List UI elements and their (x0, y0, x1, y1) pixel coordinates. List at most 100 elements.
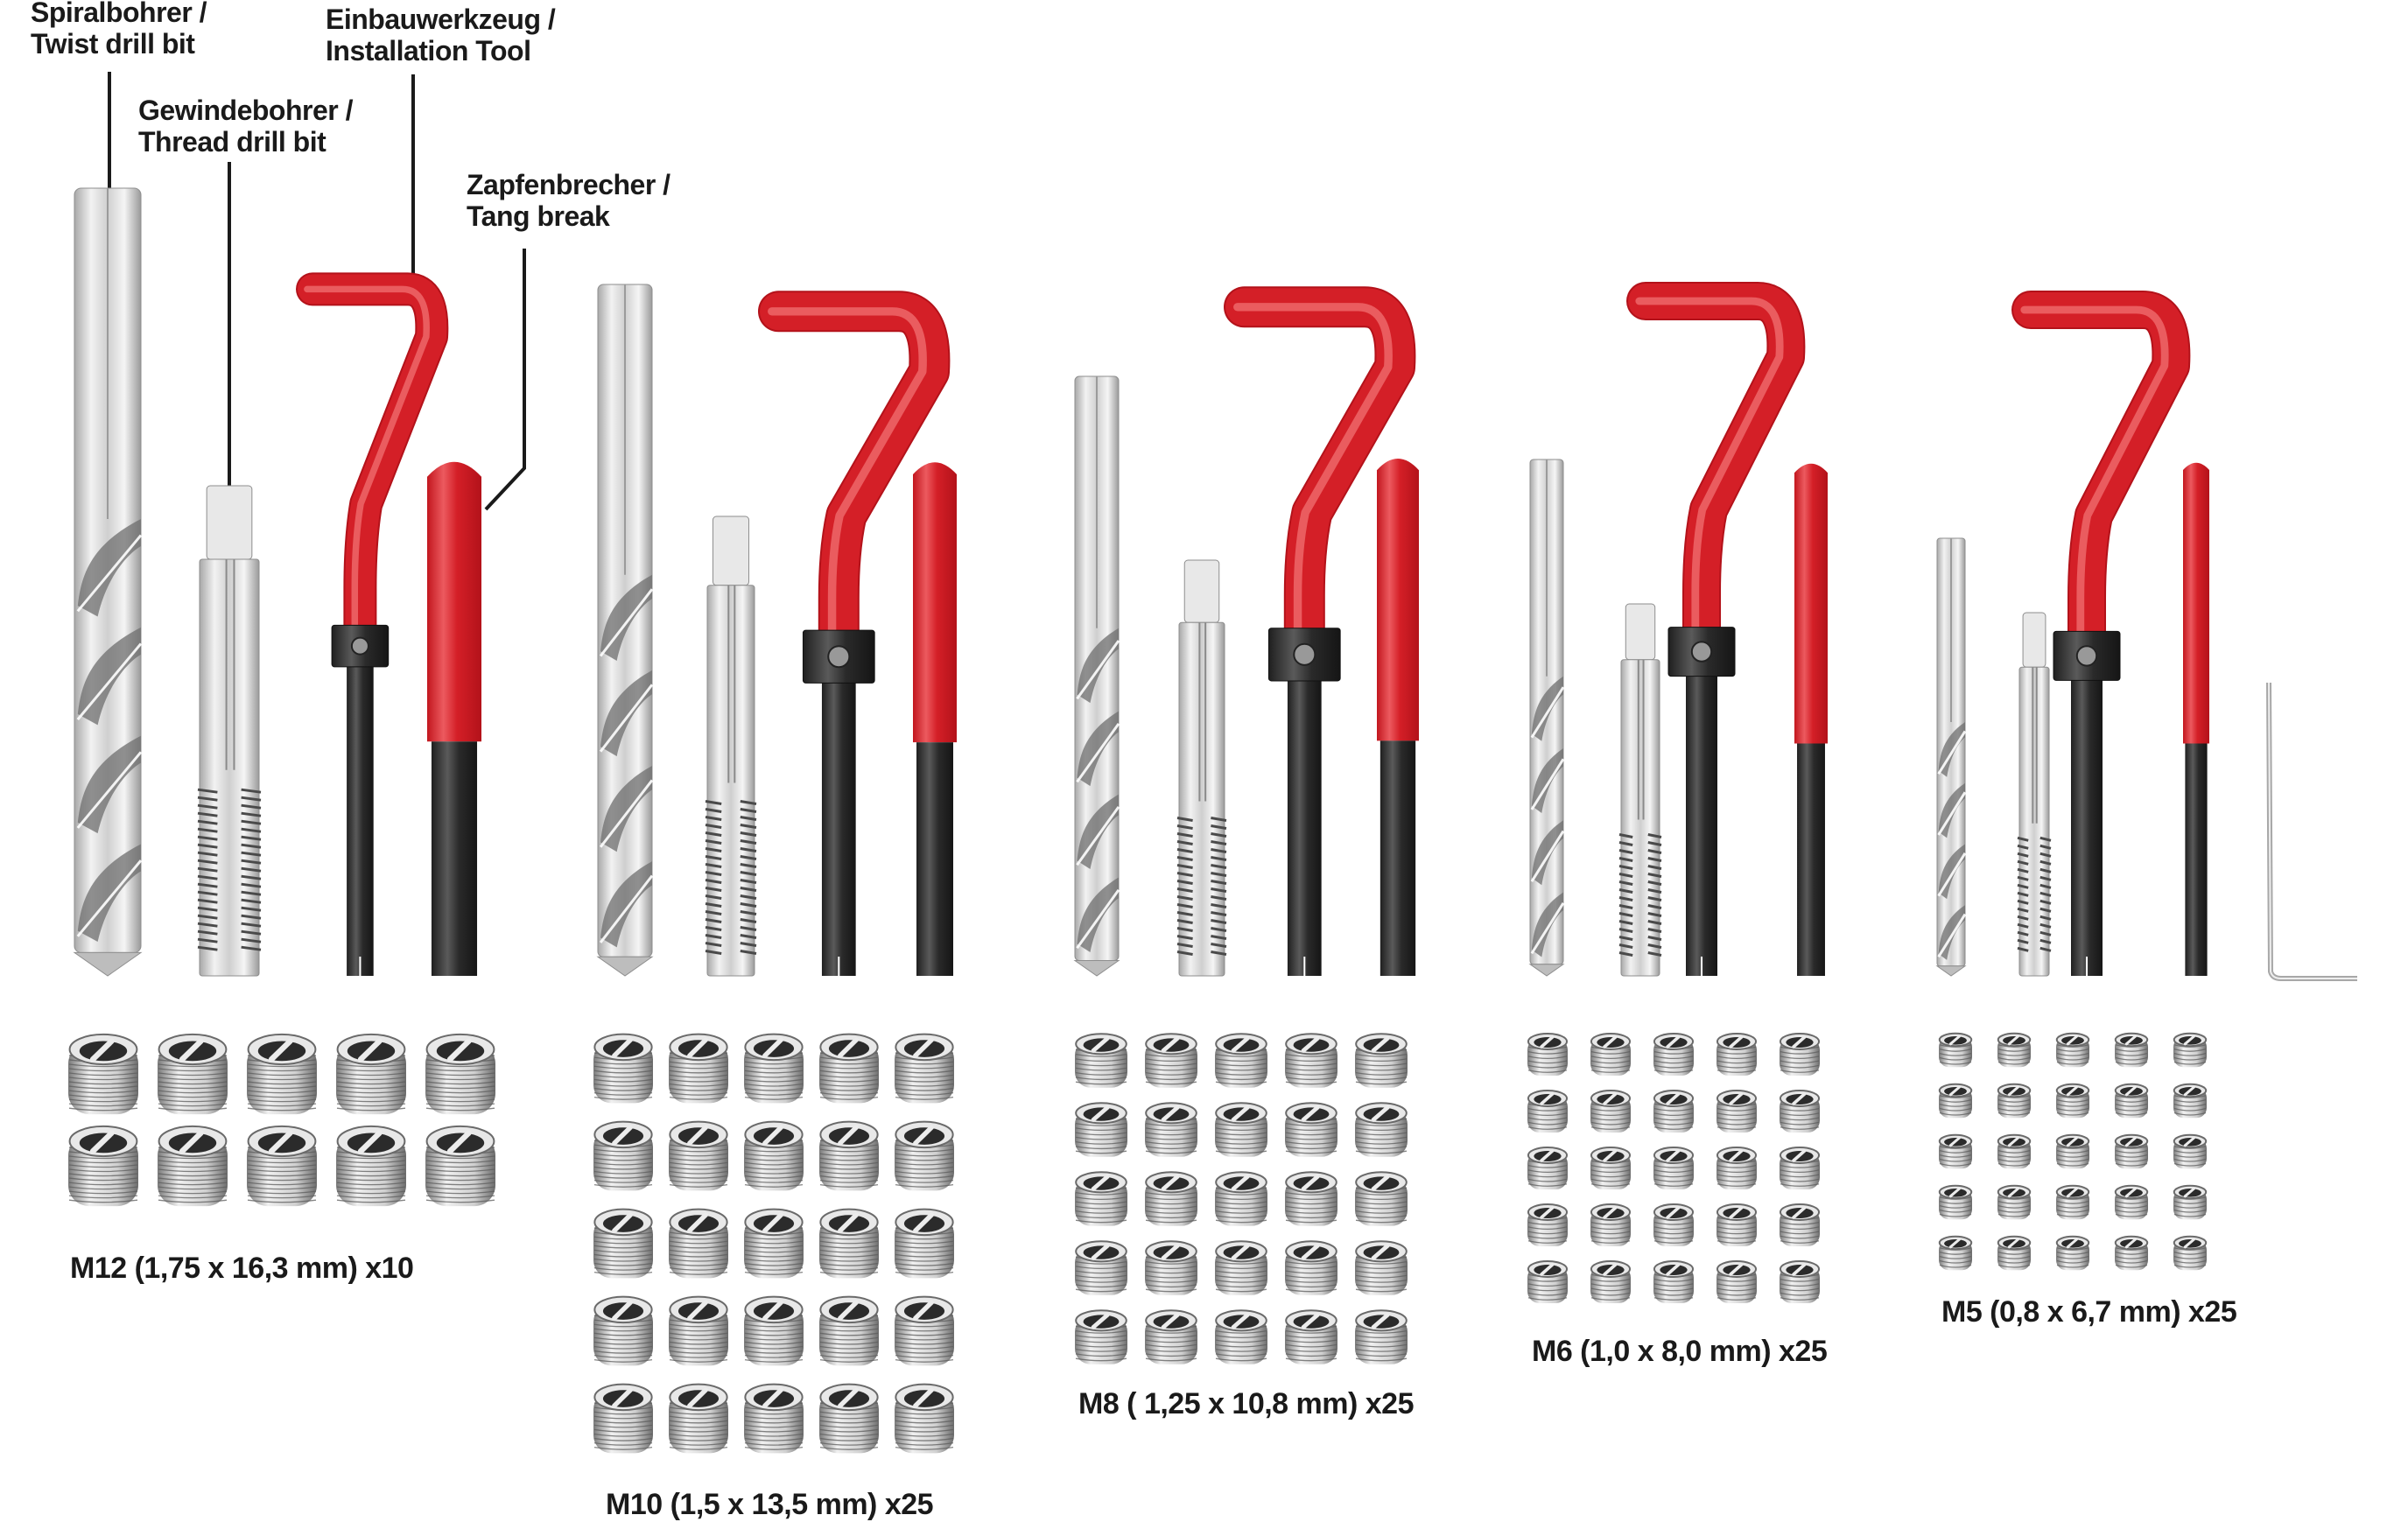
callout-thread-drill: Gewindebohrer / Thread drill bit (138, 95, 353, 158)
size-label-m5: M5 (0,8 x 6,7 mm) x25 (1941, 1295, 2237, 1329)
thread-insert-coil-icon (1145, 1102, 1215, 1171)
thread-insert-coil-icon (819, 1120, 895, 1208)
thread-insert-coil-icon (1997, 1184, 2056, 1236)
thread-insert-grid-m6 (1527, 1033, 1843, 1317)
thread-insert-coil-icon (247, 1125, 336, 1217)
thread-insert-coil-icon (1779, 1090, 1843, 1147)
thread-insert-coil-icon (2173, 1133, 2232, 1185)
thread-insert-coil-icon (2055, 1083, 2115, 1134)
thread-tap-m10-icon (705, 516, 757, 977)
callout-line-en: Tang break (467, 200, 610, 232)
thread-insert-coil-icon (895, 1120, 970, 1208)
thread-insert-coil-icon (247, 1033, 336, 1125)
thread-insert-coil-icon (1145, 1033, 1215, 1102)
installation-tool-m12-icon (296, 271, 449, 976)
leader-line-thread-drill (228, 162, 231, 486)
thread-insert-coil-icon (1779, 1203, 1843, 1260)
callout-line-en: Thread drill bit (138, 126, 326, 158)
thread-insert-coil-icon (744, 1383, 819, 1470)
thread-insert-coil-icon (1997, 1032, 2056, 1084)
thread-insert-coil-icon (1779, 1033, 1843, 1090)
thread-insert-coil-icon (895, 1383, 970, 1470)
thread-insert-coil-icon (2114, 1083, 2173, 1134)
thread-insert-coil-icon (669, 1295, 744, 1383)
thread-insert-grid-m12 (68, 1033, 515, 1217)
thread-insert-grid-m10 (593, 1033, 970, 1470)
thread-insert-coil-icon (1527, 1203, 1590, 1260)
thread-insert-coil-icon (1285, 1240, 1355, 1309)
tang-break-tool-m5-icon (2183, 459, 2209, 976)
thread-insert-coil-icon (1527, 1147, 1590, 1203)
thread-tap-m8-icon (1176, 559, 1227, 977)
thread-insert-coil-icon (2173, 1235, 2232, 1287)
leader-line-installation-tool (411, 74, 415, 284)
thread-insert-coil-icon (1997, 1083, 2056, 1134)
thread-insert-coil-icon (68, 1033, 158, 1125)
thread-insert-coil-icon (593, 1120, 669, 1208)
thread-insert-coil-icon (2114, 1032, 2173, 1084)
thread-insert-coil-icon (1997, 1235, 2056, 1287)
twist-drill-bit-m8-icon (1073, 375, 1120, 977)
thread-tap-m6-icon (1618, 603, 1662, 977)
thread-insert-coil-icon (1779, 1260, 1843, 1317)
tang-break-tool-m12-icon (427, 455, 481, 976)
thread-insert-coil-icon (1938, 1083, 1997, 1134)
thread-insert-coil-icon (1938, 1133, 1997, 1185)
installation-tool-m10-icon (758, 289, 951, 976)
thread-insert-coil-icon (336, 1033, 425, 1125)
thread-insert-coil-icon (2114, 1184, 2173, 1236)
thread-insert-coil-icon (1590, 1090, 1653, 1147)
thread-insert-coil-icon (1145, 1240, 1215, 1309)
thread-insert-coil-icon (1590, 1033, 1653, 1090)
hex-key-icon (2265, 682, 2357, 981)
thread-insert-coil-icon (669, 1208, 744, 1295)
thread-insert-coil-icon (1653, 1090, 1716, 1147)
thread-insert-coil-icon (2055, 1133, 2115, 1185)
thread-insert-coil-icon (1215, 1102, 1285, 1171)
thread-insert-coil-icon (1215, 1033, 1285, 1102)
thread-tap-m5-icon (2017, 612, 2052, 977)
thread-insert-coil-icon (1075, 1033, 1145, 1102)
callout-installation-tool: Einbauwerkzeug / Installation Tool (326, 4, 556, 67)
thread-insert-coil-icon (1779, 1147, 1843, 1203)
tang-break-tool-m10-icon (913, 457, 957, 976)
thread-insert-coil-icon (1355, 1033, 1425, 1102)
thread-insert-coil-icon (2055, 1235, 2115, 1287)
thread-insert-coil-icon (1355, 1240, 1425, 1309)
thread-insert-coil-icon (1590, 1147, 1653, 1203)
thread-insert-coil-icon (1653, 1260, 1716, 1317)
thread-tap-m12-icon (197, 485, 262, 977)
callout-line-en: Twist drill bit (31, 28, 195, 60)
thread-insert-coil-icon (819, 1033, 895, 1120)
size-label-m10: M10 (1,5 x 13,5 mm) x25 (606, 1488, 934, 1521)
thread-insert-coil-icon (1716, 1203, 1780, 1260)
thread-insert-coil-icon (1938, 1235, 1997, 1287)
installation-tool-m6-icon (1626, 280, 1806, 976)
thread-insert-coil-icon (425, 1033, 515, 1125)
thread-insert-coil-icon (1075, 1240, 1145, 1309)
thread-insert-coil-icon (1215, 1240, 1285, 1309)
thread-insert-coil-icon (2173, 1184, 2232, 1236)
thread-insert-coil-icon (1653, 1147, 1716, 1203)
callout-line-de: Spiralbohrer / (31, 0, 207, 28)
thread-insert-coil-icon (1355, 1309, 1425, 1378)
thread-insert-coil-icon (593, 1033, 669, 1120)
thread-insert-grid-m8 (1075, 1033, 1425, 1378)
thread-insert-grid-m5 (1938, 1032, 2232, 1287)
thread-insert-coil-icon (744, 1208, 819, 1295)
thread-insert-coil-icon (895, 1295, 970, 1383)
thread-insert-coil-icon (744, 1033, 819, 1120)
thread-insert-coil-icon (593, 1383, 669, 1470)
leader-line-twist-drill (108, 72, 111, 188)
thread-insert-coil-icon (895, 1033, 970, 1120)
thread-insert-coil-icon (1716, 1147, 1780, 1203)
thread-insert-coil-icon (336, 1125, 425, 1217)
thread-insert-coil-icon (2173, 1083, 2232, 1134)
thread-insert-coil-icon (1145, 1171, 1215, 1240)
thread-insert-coil-icon (68, 1125, 158, 1217)
thread-insert-coil-icon (819, 1383, 895, 1470)
installation-tool-m8-icon (1224, 284, 1416, 976)
thread-insert-coil-icon (1716, 1260, 1780, 1317)
size-label-m6: M6 (1,0 x 8,0 mm) x25 (1532, 1335, 1828, 1368)
thread-insert-coil-icon (669, 1033, 744, 1120)
